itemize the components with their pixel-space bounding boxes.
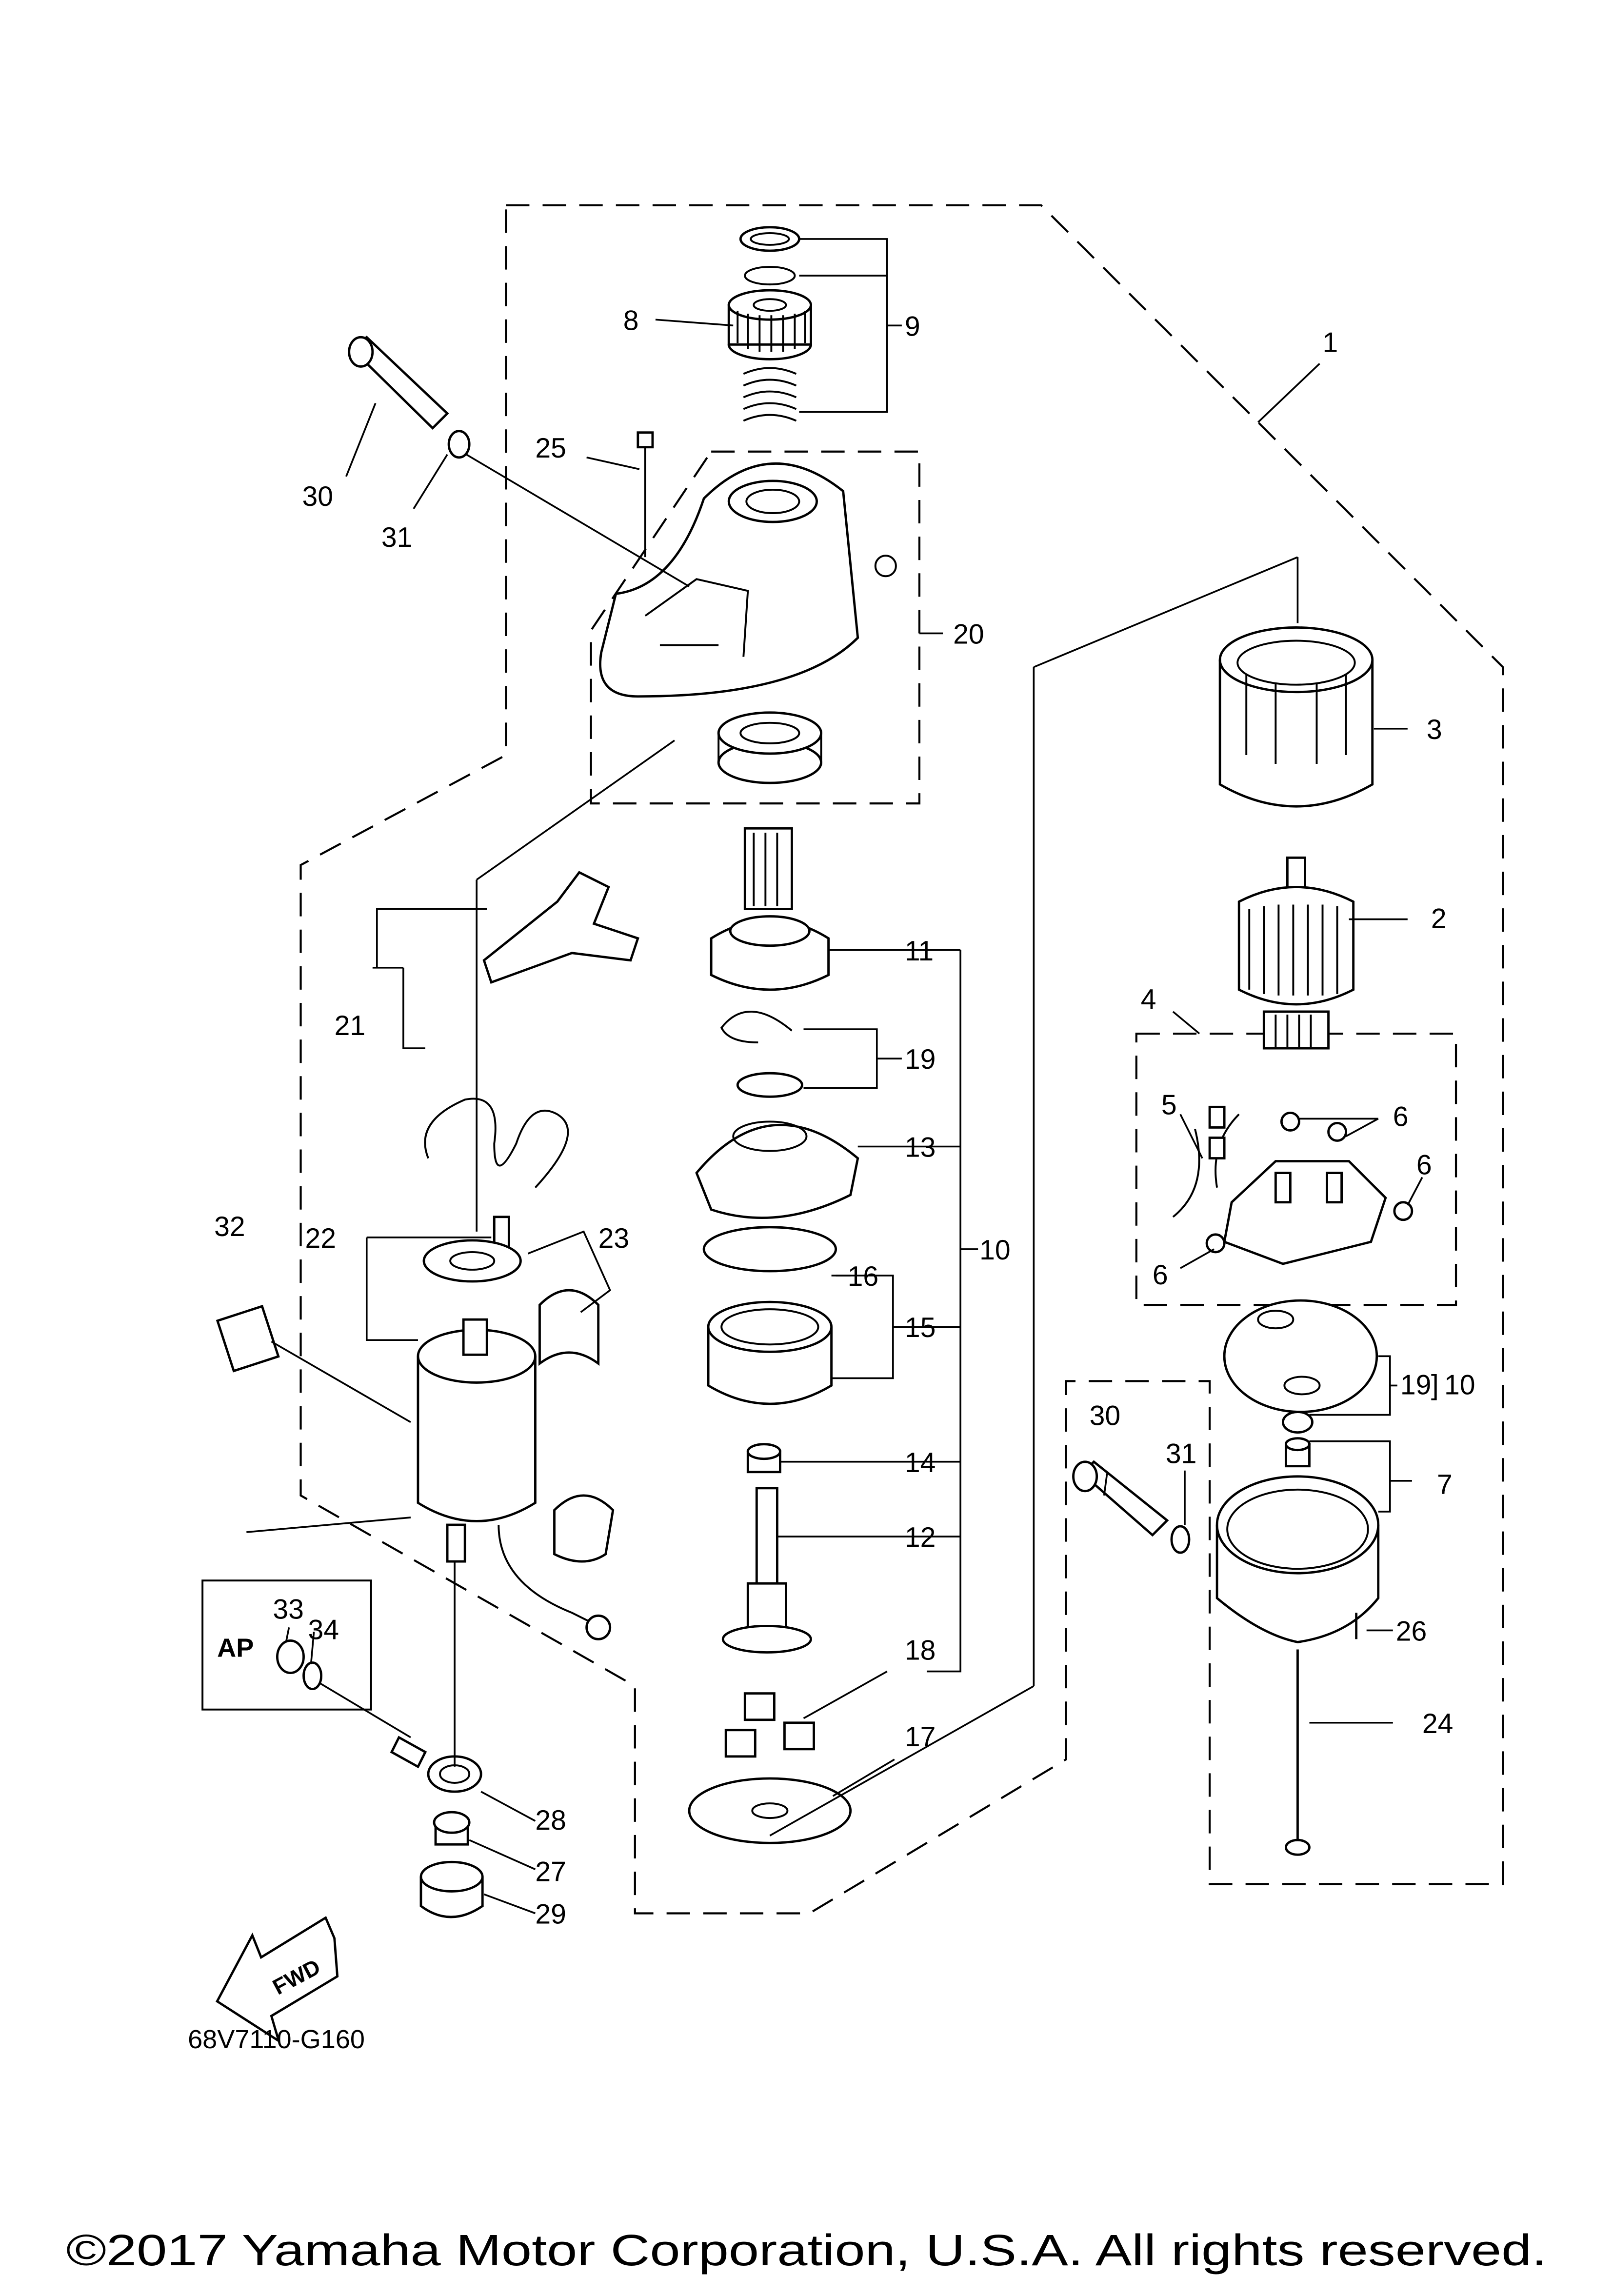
part-17-plate [688, 1777, 852, 1844]
callout-30-right: 30 [1090, 1400, 1121, 1432]
callout-2: 2 [1431, 903, 1447, 935]
part-15-internal-gear [707, 1300, 833, 1405]
part-6-springs [1205, 1111, 1414, 1254]
callout-15: 15 [905, 1312, 936, 1343]
callout-8: 8 [623, 305, 639, 336]
callout-22: 22 [305, 1223, 337, 1254]
callout-18: 18 [905, 1635, 936, 1666]
part-21-lever [424, 871, 639, 1188]
callout-10: 10 [979, 1235, 1011, 1266]
copyright-notice: ©2017 Yamaha Motor Corporation, U.S.A. A… [66, 2226, 1547, 2275]
callout-33: 33 [273, 1594, 304, 1625]
part-14-bearing [746, 1443, 781, 1474]
part-33-nut [276, 1639, 305, 1674]
part-24-through-bolt [1284, 1649, 1311, 1856]
callout-31-right: 31 [1166, 1438, 1197, 1470]
callout-labels: 1 2 3 4 5 6 6 6 7 8 9 10 19 ] 10 11 12 1… [214, 305, 1475, 1930]
assembly-1-outline [299, 204, 1504, 1915]
callout-21: 21 [335, 1010, 366, 1041]
callout-20: 20 [953, 619, 984, 650]
callout-34: 34 [308, 1614, 339, 1645]
part-4-brush-holder [1223, 1160, 1387, 1265]
part-22-solenoid [417, 1216, 612, 1640]
part-5-brush-lead [1172, 1105, 1240, 1218]
part-19-washer [736, 1072, 803, 1098]
callout-31-top: 31 [381, 522, 413, 553]
leader [319, 1682, 411, 1738]
part-12-shaft [721, 1487, 812, 1654]
callout-23: 23 [598, 1223, 630, 1254]
part-16-ring [702, 1226, 837, 1273]
callout-32: 32 [214, 1211, 245, 1242]
part-8-pinion [727, 289, 812, 360]
callout-19-right: 19 [1400, 1369, 1432, 1400]
part-28-terminal [390, 1736, 482, 1793]
callout-17: 17 [905, 1721, 936, 1753]
part-34-washer [302, 1661, 323, 1691]
callout-14: 14 [905, 1447, 936, 1478]
callout-26: 26 [1396, 1616, 1427, 1647]
callout-12: 12 [905, 1522, 936, 1553]
part-32-label [216, 1304, 280, 1373]
callout-6a: 6 [1393, 1101, 1409, 1132]
callout-3: 3 [1427, 714, 1442, 745]
part-19-clip [720, 1011, 793, 1044]
callout-6c: 6 [1153, 1259, 1168, 1291]
bearing [717, 711, 822, 784]
leader [466, 454, 690, 587]
callout-30-top: 30 [302, 481, 334, 512]
part-29-cap [419, 1860, 484, 1918]
part-31-washer-right [1170, 1525, 1191, 1554]
callout-25: 25 [535, 433, 566, 464]
callout-27: 27 [535, 1856, 566, 1887]
part-20-bracket [599, 462, 897, 698]
callout-1: 1 [1323, 327, 1338, 358]
leader-lines [246, 238, 1423, 1915]
bracket-sign: ] [1431, 1369, 1439, 1400]
callout-16: 16 [848, 1261, 879, 1292]
drawing-code: 68V7110-G160 [188, 2025, 365, 2054]
part-3-yoke [1218, 626, 1374, 808]
callout-4: 4 [1141, 984, 1156, 1015]
part-11-clutch [710, 827, 830, 991]
callout-19: 19 [905, 1044, 936, 1075]
callout-13: 13 [905, 1132, 936, 1163]
part-23-cushion-b [553, 1494, 615, 1563]
part-19-plate-right [1223, 1299, 1378, 1413]
part-19-ball [1281, 1411, 1314, 1434]
fwd-arrow-icon: FWD [216, 1916, 339, 2044]
leader [271, 1340, 411, 1423]
part-30-bolt-right [1072, 1460, 1169, 1537]
part-2-armature [1237, 856, 1355, 1050]
part-30-bolt-top [348, 336, 449, 430]
part-7-rear-cover [1215, 1437, 1380, 1643]
part-18-planet-gears [724, 1692, 815, 1758]
ap-box [201, 1579, 372, 1711]
part-13-cover [695, 1120, 859, 1219]
callout-28: 28 [535, 1805, 566, 1836]
ap-label: AP [217, 1633, 254, 1662]
callout-6b: 6 [1416, 1150, 1432, 1181]
part-31-washer-top [447, 430, 471, 459]
part-25-bolt [637, 431, 654, 558]
callout-5: 5 [1161, 1089, 1177, 1120]
part-9-set [739, 226, 800, 422]
callout-10-right: 10 [1444, 1369, 1475, 1400]
part-23-cushion [538, 1289, 600, 1366]
callout-24: 24 [1422, 1708, 1454, 1739]
callout-9: 9 [905, 311, 920, 342]
callout-29: 29 [535, 1899, 566, 1930]
callout-11: 11 [905, 936, 934, 967]
callout-7: 7 [1437, 1469, 1453, 1500]
part-27-nut [433, 1811, 471, 1846]
